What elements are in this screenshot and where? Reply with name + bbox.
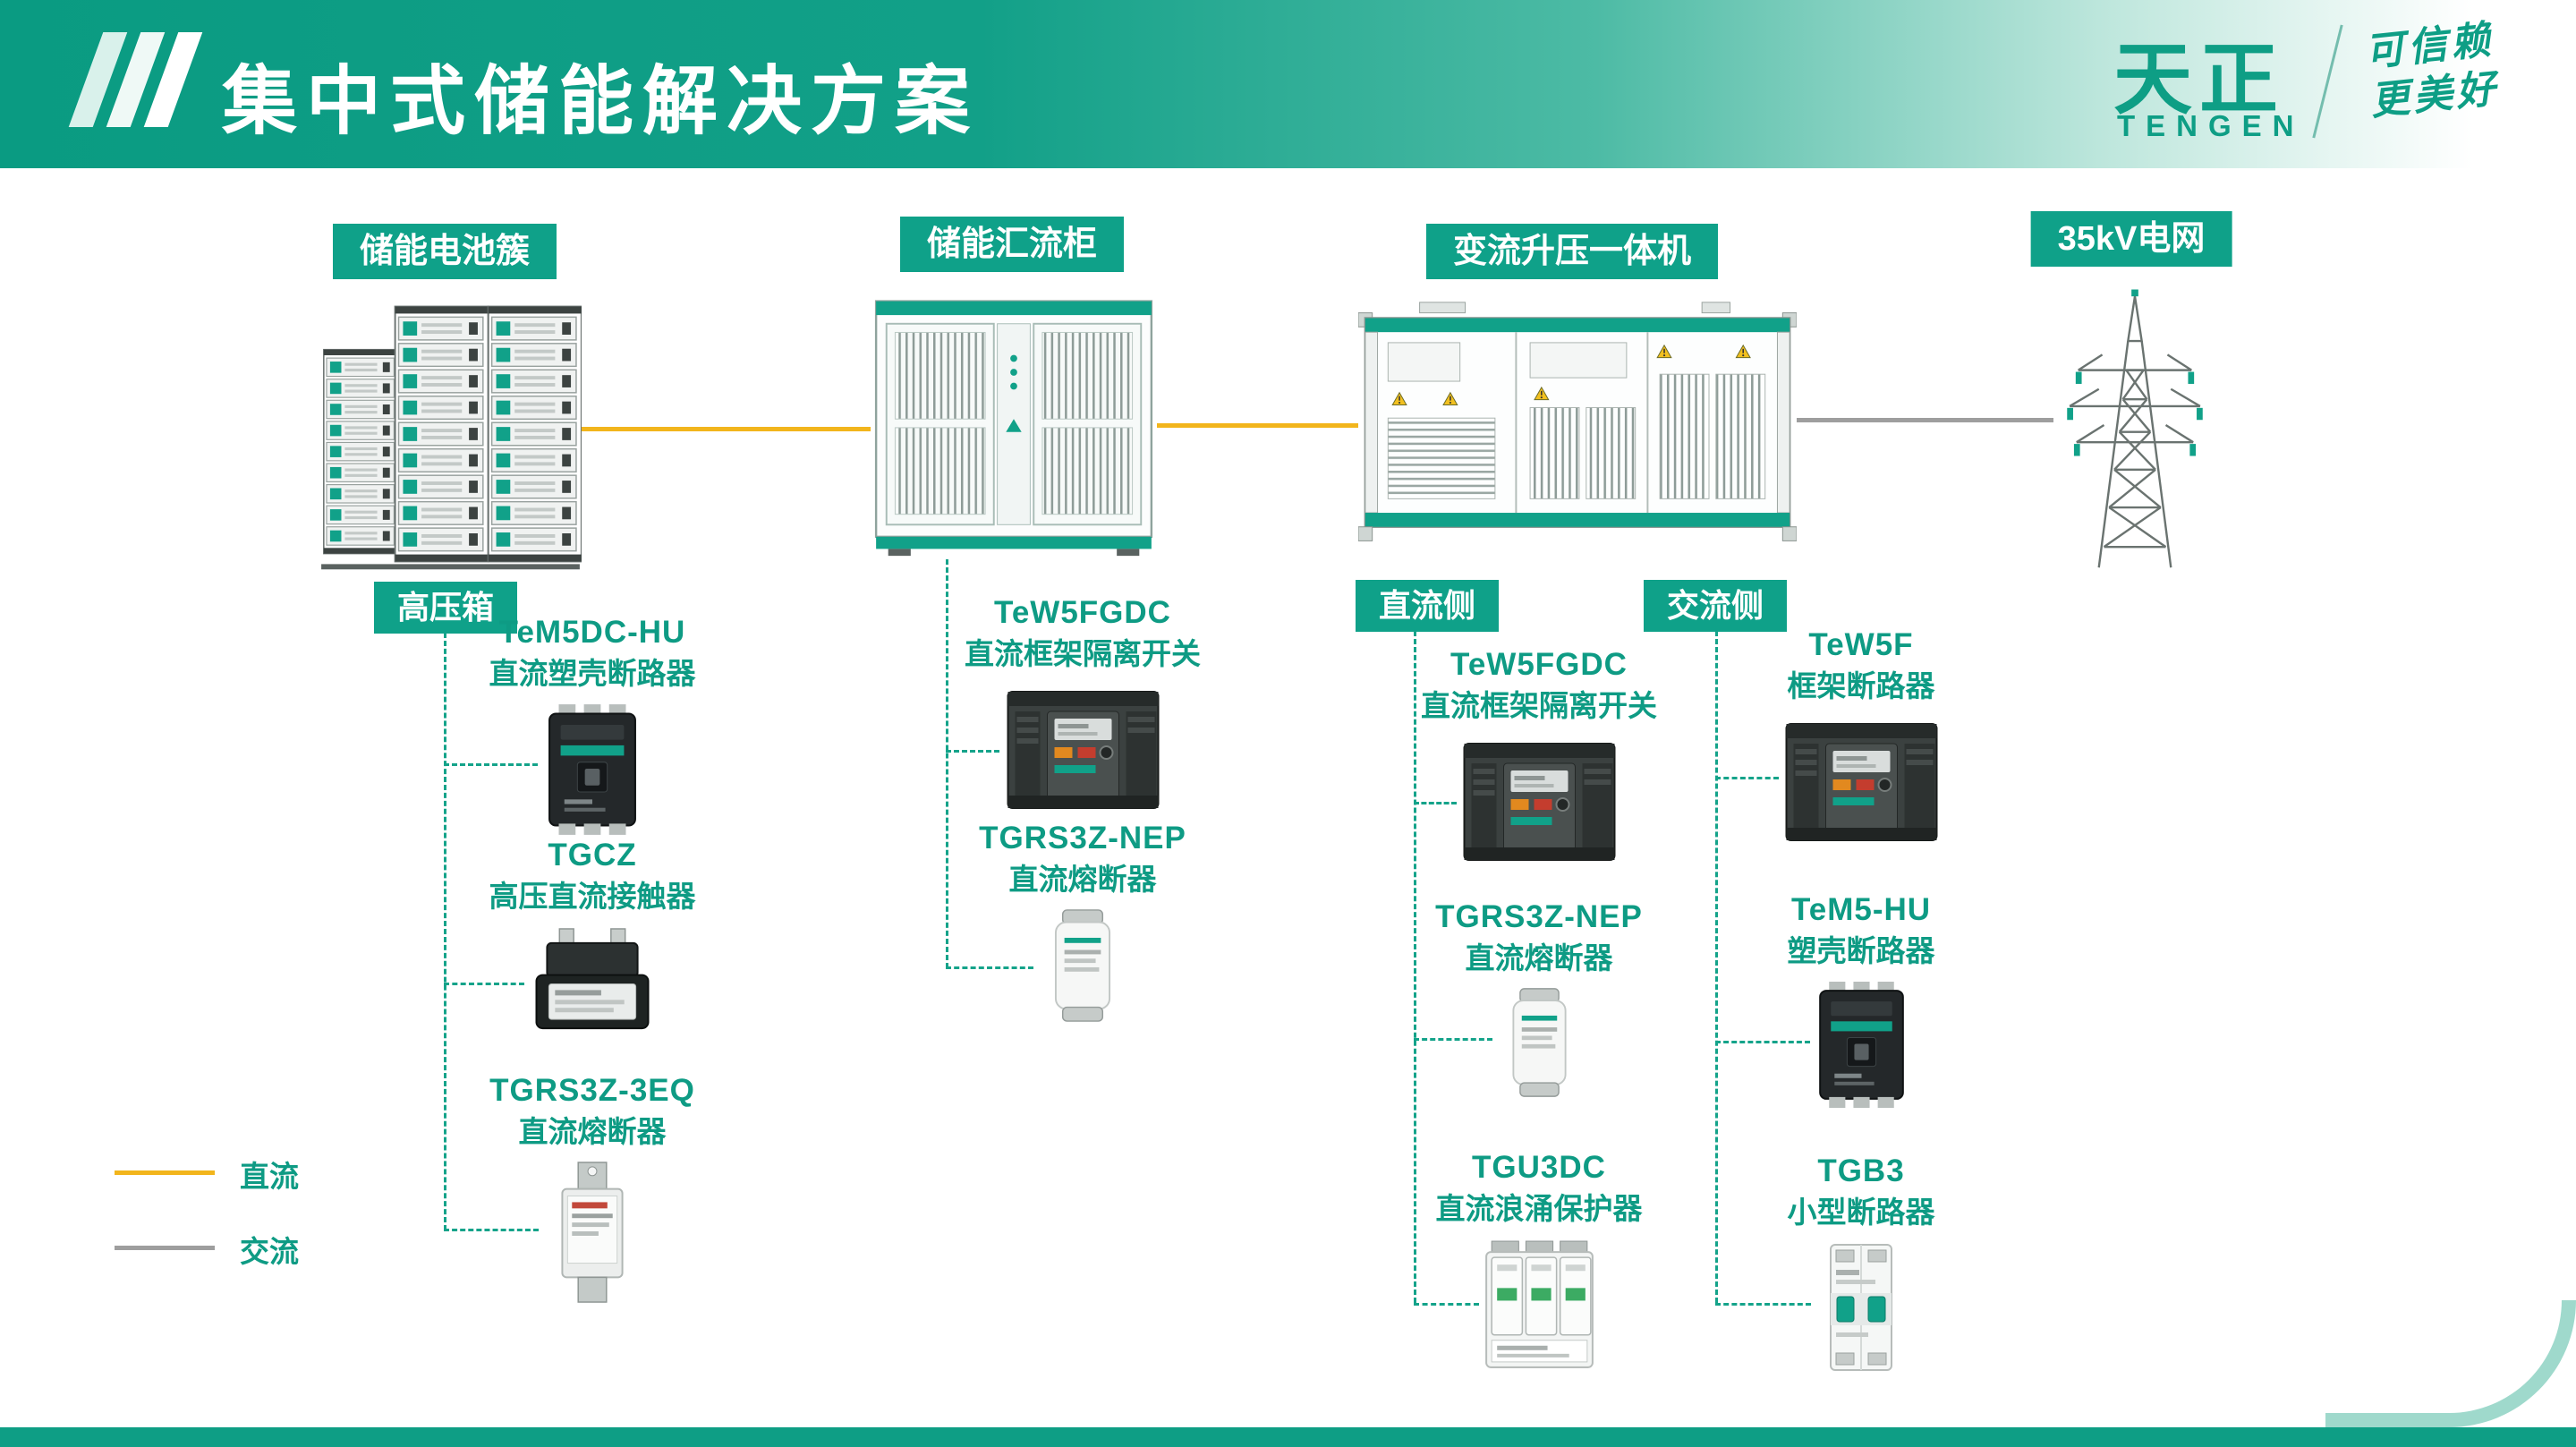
station-label-converter: 变流升压一体机 xyxy=(1425,224,1719,279)
product-model: TGRS3Z-3EQ xyxy=(489,1073,695,1108)
product-image-mcb xyxy=(1811,1241,1911,1374)
product-name: 直流熔断器 xyxy=(1008,863,1157,896)
legend-ac-label: 交流 xyxy=(240,1235,299,1268)
corner-decoration xyxy=(2325,1300,2576,1427)
station-label-battery: 储能电池簇 xyxy=(332,224,557,279)
page-title: 集中式储能解决方案 xyxy=(222,59,980,143)
product-tew5f: TeW5F 框架断路器 xyxy=(1691,626,2031,847)
branch-stub xyxy=(1414,802,1457,804)
product-image-mccb-dc xyxy=(539,702,646,837)
branch-stub xyxy=(1715,777,1779,779)
branch-stub xyxy=(1414,1303,1479,1306)
product-image-frame-switch xyxy=(1457,735,1622,867)
branch-stub xyxy=(1414,1038,1492,1041)
product-tem5-hu: TeM5-HU 塑壳断路器 xyxy=(1691,891,2031,1110)
product-name: 框架断路器 xyxy=(1787,669,1935,702)
product-image-mccb-ac xyxy=(1810,980,1913,1110)
branch-stub xyxy=(444,763,538,766)
branch-spine-ac-side xyxy=(1715,631,1718,1303)
branch-spine-battery xyxy=(444,633,446,1230)
product-tew5fgdc-combiner: TeW5FGDC 直流框架隔离开关 xyxy=(913,594,1253,815)
product-model: TeM5DC-HU xyxy=(498,615,686,650)
legend-dc-swatch xyxy=(115,1170,215,1175)
product-image-cyl-fuse xyxy=(1034,908,1131,1023)
brand-divider xyxy=(2312,24,2343,139)
branch-stub xyxy=(444,983,524,985)
product-name: 直流框架隔离开关 xyxy=(1421,689,1657,722)
branch-stub xyxy=(946,750,999,753)
dc-flow-line-combiner-converter xyxy=(1157,423,1358,428)
product-tew5fgdc-dc: TeW5FGDC 直流框架隔离开关 xyxy=(1369,646,1709,867)
sub-label-hv-box: 高压箱 xyxy=(373,582,518,634)
sub-label-dc-side: 直流侧 xyxy=(1355,580,1500,632)
ac-flow-line-converter-grid xyxy=(1797,418,2053,422)
product-name: 小型断路器 xyxy=(1787,1196,1935,1229)
product-image-frame-switch xyxy=(1000,683,1166,815)
product-name: 塑壳断路器 xyxy=(1787,934,1935,967)
product-image-surge-protector xyxy=(1479,1238,1600,1376)
product-name: 直流框架隔离开关 xyxy=(965,637,1201,670)
product-model: TeW5FGDC xyxy=(994,595,1171,630)
converter-container-illustration xyxy=(1358,295,1797,558)
product-model: TGU3DC xyxy=(1472,1150,1606,1185)
battery-rack-illustration xyxy=(318,285,582,583)
product-name: 直流熔断器 xyxy=(1465,941,1613,975)
product-image-blade-fuse xyxy=(540,1161,645,1306)
product-tem5dc-hu: TeM5DC-HU 直流塑壳断路器 xyxy=(422,614,762,837)
product-image-cyl-fuse xyxy=(1492,987,1586,1098)
product-model: TGB3 xyxy=(1817,1153,1905,1188)
branch-stub xyxy=(444,1229,539,1231)
brand-logo-cn: 天正 xyxy=(2113,35,2286,123)
product-model: TGRS3Z-NEP xyxy=(979,821,1186,855)
product-tgrs3z-3eq: TGRS3Z-3EQ 直流熔断器 xyxy=(422,1072,762,1306)
product-name: 直流浪涌保护器 xyxy=(1435,1192,1643,1225)
product-model: TeW5FGDC xyxy=(1450,647,1628,682)
product-tgrs3z-nep-dc: TGRS3Z-NEP 直流熔断器 xyxy=(1369,898,1709,1098)
header-banner: 集中式储能解决方案 天正 TENGEN 可信赖 更美好 xyxy=(0,0,2576,168)
brand-slogan: 可信赖 更美好 xyxy=(2363,15,2502,126)
transmission-tower-illustration xyxy=(2049,279,2221,571)
product-name: 高压直流接触器 xyxy=(489,880,696,913)
product-image-contactor xyxy=(525,925,659,1037)
product-image-frame-breaker xyxy=(1779,715,1944,847)
product-tgu3dc: TGU3DC 直流浪涌保护器 xyxy=(1369,1149,1709,1376)
branch-spine-dc-side xyxy=(1414,631,1416,1303)
product-model: TGRS3Z-NEP xyxy=(1435,899,1643,934)
product-tgb3: TGB3 小型断路器 xyxy=(1691,1153,2031,1374)
branch-stub xyxy=(1715,1303,1811,1306)
branch-stub xyxy=(946,966,1033,969)
station-label-combiner: 储能汇流柜 xyxy=(899,217,1125,272)
product-tgrs3z-nep-combiner: TGRS3Z-NEP 直流熔断器 xyxy=(913,820,1253,1023)
product-model: TeM5-HU xyxy=(1790,892,1932,927)
dc-flow-line-battery-combiner xyxy=(582,427,871,431)
product-name: 直流熔断器 xyxy=(518,1115,667,1148)
station-label-grid: 35kV电网 xyxy=(2030,211,2232,267)
product-tgcz: TGCZ 高压直流接触器 xyxy=(422,837,762,1037)
product-model: TGCZ xyxy=(548,838,637,872)
product-model: TeW5F xyxy=(1808,627,1914,662)
branch-spine-combiner xyxy=(946,559,948,968)
product-name: 直流塑壳断路器 xyxy=(489,657,696,690)
legend-dc-label: 直流 xyxy=(240,1160,299,1193)
legend-ac-swatch xyxy=(115,1246,215,1250)
brand-logo-en: TENGEN xyxy=(2117,109,2305,142)
combiner-cabinet-illustration xyxy=(871,291,1157,559)
footer-bar xyxy=(0,1427,2576,1447)
sub-label-ac-side: 交流侧 xyxy=(1643,580,1788,632)
branch-stub xyxy=(1715,1041,1810,1043)
